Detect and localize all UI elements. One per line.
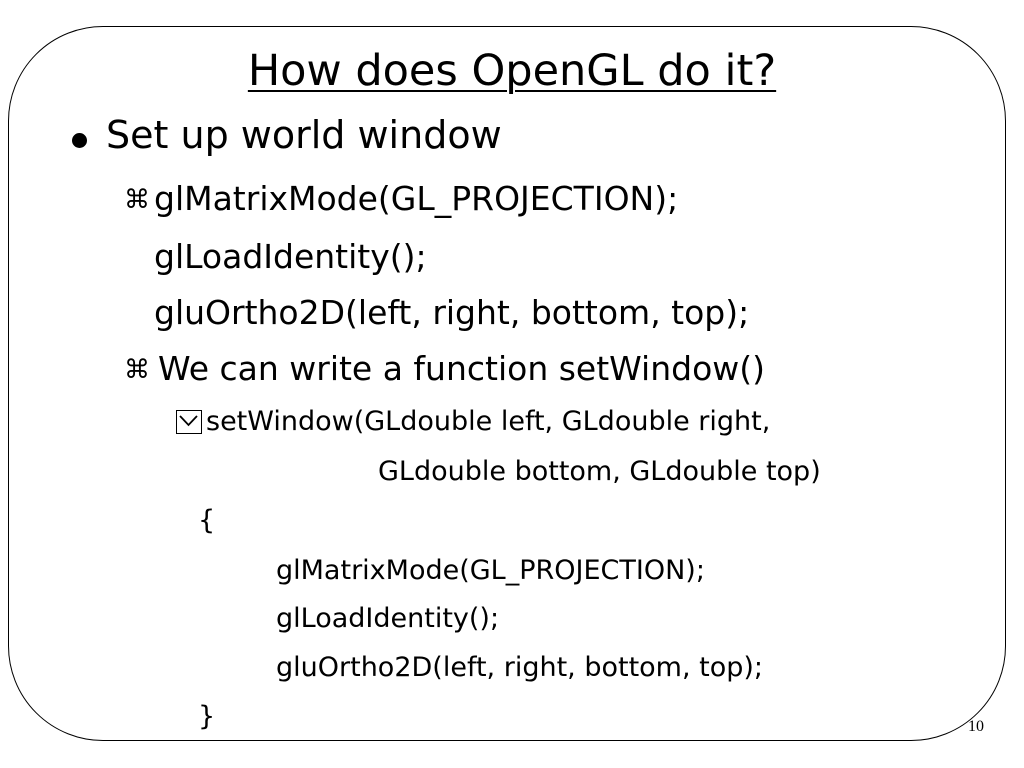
code-line-7: glLoadIdentity(); (276, 603, 500, 634)
boxed-y-icon (176, 410, 202, 434)
code-line-5: GLdouble bottom, GLdouble top) (378, 456, 821, 487)
code-line-6: glMatrixMode(GL_PROJECTION); (276, 555, 705, 586)
code-line-2: glLoadIdentity(); (154, 237, 427, 276)
slide-title: How does OpenGL do it? (0, 42, 1024, 100)
bullet-text: Set up world window (106, 113, 502, 157)
slide-frame (8, 26, 1006, 741)
bullet-dot-icon (72, 133, 87, 148)
command-key-icon: ⌘ (124, 355, 150, 385)
page-number: 10 (968, 718, 984, 735)
command-key-icon: ⌘ (124, 185, 150, 215)
code-line-4: setWindow(GLdouble left, GLdouble right, (206, 406, 771, 437)
code-brace-open: { (198, 505, 216, 536)
code-line-1: glMatrixMode(GL_PROJECTION); (154, 179, 679, 218)
code-line-3: gluOrtho2D(left, right, bottom, top); (154, 293, 750, 332)
sub-bullet-text: We can write a function setWindow() (158, 349, 766, 388)
slide-title-text: How does OpenGL do it? (247, 46, 777, 96)
code-brace-close: } (198, 701, 216, 732)
code-line-8: gluOrtho2D(left, right, bottom, top); (276, 652, 764, 683)
